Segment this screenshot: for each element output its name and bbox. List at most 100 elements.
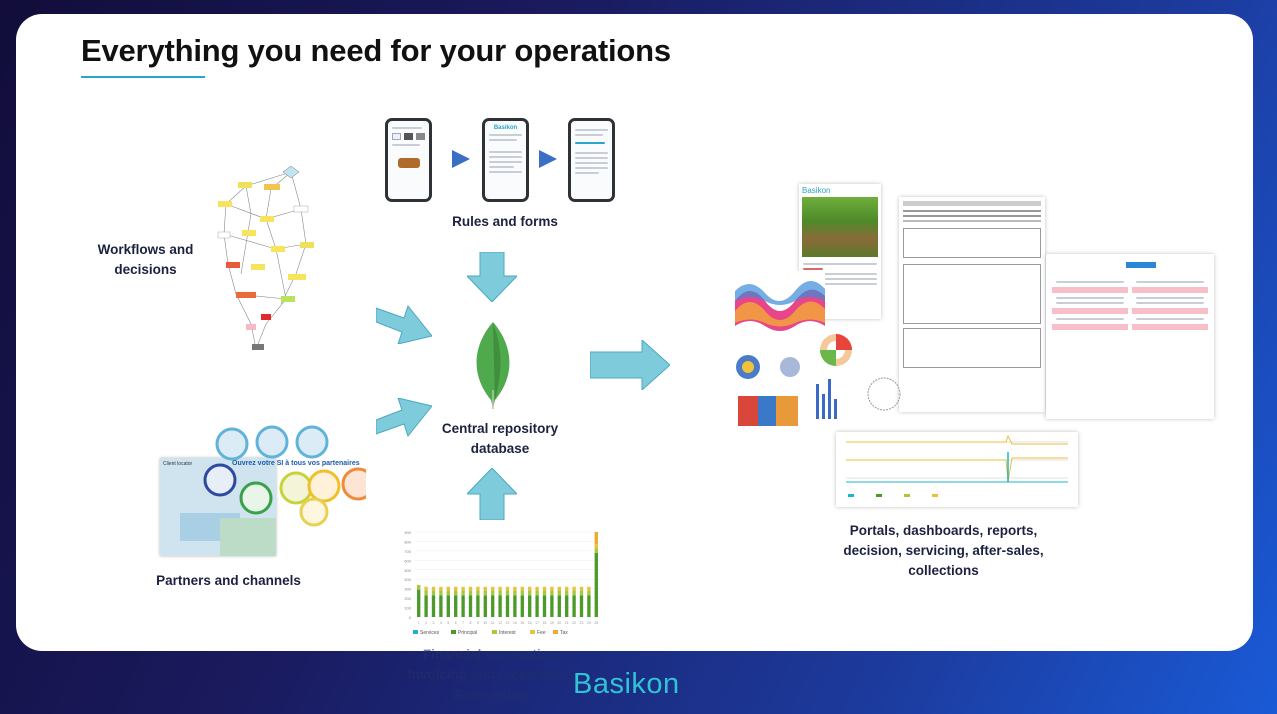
chart-bar-segment (550, 595, 554, 617)
label-partners: Partners and channels (156, 573, 301, 588)
chart-bar-segment (468, 586, 473, 591)
chart-bar-segment (579, 586, 584, 591)
chart-bar-segment (439, 590, 443, 596)
play-arrow-icon (539, 150, 557, 168)
chart-bar-segment (513, 590, 517, 596)
main-card: Everything you need for your operations (16, 14, 1253, 651)
chart-bar-segment (535, 586, 539, 591)
chart-bar-segment (520, 586, 524, 591)
label-portals-line2: decision, servicing, after-sales, (843, 543, 1044, 558)
workflow-diagram-thumbnail (206, 164, 321, 354)
dashboard-radial-charts (806, 324, 904, 424)
chart-bar-segment (454, 595, 458, 617)
chart-bar-segment (446, 595, 450, 617)
chart-x-tick: 3 (433, 621, 435, 625)
chart-x-tick: 11 (491, 621, 495, 625)
chart-bar-segment (439, 595, 443, 617)
chart-bar-segment (483, 595, 487, 617)
chart-legend-swatch (530, 630, 535, 634)
chart-bar-segment (424, 590, 428, 596)
chart-x-tick: 25 (594, 621, 598, 625)
chart-x-tick: 9 (477, 621, 479, 625)
page-title: Everything you need for your operations (81, 33, 671, 68)
chart-bar-segment (454, 590, 458, 596)
chart-bar-segment (528, 590, 532, 596)
chart-bar-segment (579, 590, 584, 596)
chart-x-tick: 22 (572, 621, 576, 625)
chart-bar-segment (461, 586, 465, 591)
dashboard-form-document (899, 197, 1045, 412)
chart-bar-segment (468, 590, 473, 596)
chart-bar-segment (550, 590, 554, 596)
partners-map-label: Client locator (163, 461, 193, 467)
label-financial-line1: Financial accounting (422, 647, 558, 662)
chart-legend-label: Tax (560, 630, 568, 636)
chart-y-tick: 500 (404, 568, 411, 573)
chart-x-tick: 1 (418, 621, 420, 625)
chart-legend-label: Services (420, 630, 440, 636)
chart-bar-segment (431, 590, 436, 596)
chart-bar-segment (572, 590, 576, 596)
arrow-down-icon (467, 252, 517, 302)
chart-bar-segment (587, 595, 591, 617)
dashboard-charts (730, 271, 825, 431)
chart-bar-segment (505, 595, 510, 617)
label-workflows-line1: Workflows and (97, 242, 194, 257)
label-central-line2: database (470, 441, 530, 456)
title-underline (81, 76, 205, 78)
chart-bar-segment (542, 590, 547, 596)
chart-x-tick: 8 (470, 621, 472, 625)
chart-bar-segment (594, 544, 598, 549)
arrow-up-icon (467, 468, 517, 520)
chart-bar-segment (594, 548, 598, 553)
phone-screen-3 (568, 118, 615, 202)
chart-bar-segment (579, 595, 584, 617)
chart-legend-swatch (492, 630, 497, 634)
chart-bar-segment (454, 586, 458, 591)
chart-y-tick: 200 (404, 596, 411, 601)
chart-bar-segment (446, 590, 450, 596)
chart-bar-segment (498, 595, 502, 617)
chart-bar-segment (520, 595, 524, 617)
brand-logo: Basikon (573, 668, 680, 700)
chart-x-tick: 13 (506, 621, 510, 625)
chart-legend-swatch (553, 630, 558, 634)
label-financial-line3: Accounting (452, 687, 528, 702)
chart-bar-segment (557, 595, 561, 617)
chart-bar-segment (594, 552, 598, 617)
partners-banner: Ouvrez votre SI à tous vos partenaires (232, 460, 360, 467)
chart-bar-segment (535, 595, 539, 617)
chart-legend-swatch (413, 630, 418, 634)
chart-x-tick: 15 (520, 621, 524, 625)
chart-y-tick: 300 (404, 587, 411, 592)
chart-y-tick: 0 (409, 615, 412, 620)
chart-bar-segment (535, 590, 539, 596)
chart-x-tick: 18 (543, 621, 547, 625)
chart-bar-segment (557, 586, 561, 591)
chart-bar-segment (513, 586, 517, 591)
chart-bar-segment (498, 590, 502, 596)
chart-bar-segment (528, 595, 532, 617)
database-leaf-icon (468, 320, 518, 410)
label-portals-line1: Portals, dashboards, reports, (849, 523, 1038, 538)
chart-bar-segment (461, 595, 465, 617)
chart-y-tick: 900 (404, 530, 411, 535)
chart-bar-segment (594, 532, 598, 545)
phone-logo: Basikon (493, 125, 518, 131)
phone-screen-1 (385, 118, 432, 202)
arrow-diagonal-up-icon (376, 398, 432, 446)
chart-x-tick: 17 (535, 621, 539, 625)
chart-x-tick: 5 (447, 621, 449, 625)
chart-bar-segment (565, 590, 569, 596)
label-portals: Portals, dashboards, reports, decision, … (821, 521, 1066, 581)
chart-y-tick: 600 (404, 558, 411, 563)
chart-legend-label: Interest (499, 630, 516, 636)
chart-x-tick: 19 (550, 621, 554, 625)
chart-x-tick: 7 (462, 621, 464, 625)
chart-legend-label: Fee (537, 630, 546, 636)
chart-bar-segment (468, 595, 473, 617)
chart-bar-segment (505, 586, 510, 591)
label-central: Central repository database (430, 419, 570, 459)
chart-x-tick: 16 (528, 621, 532, 625)
